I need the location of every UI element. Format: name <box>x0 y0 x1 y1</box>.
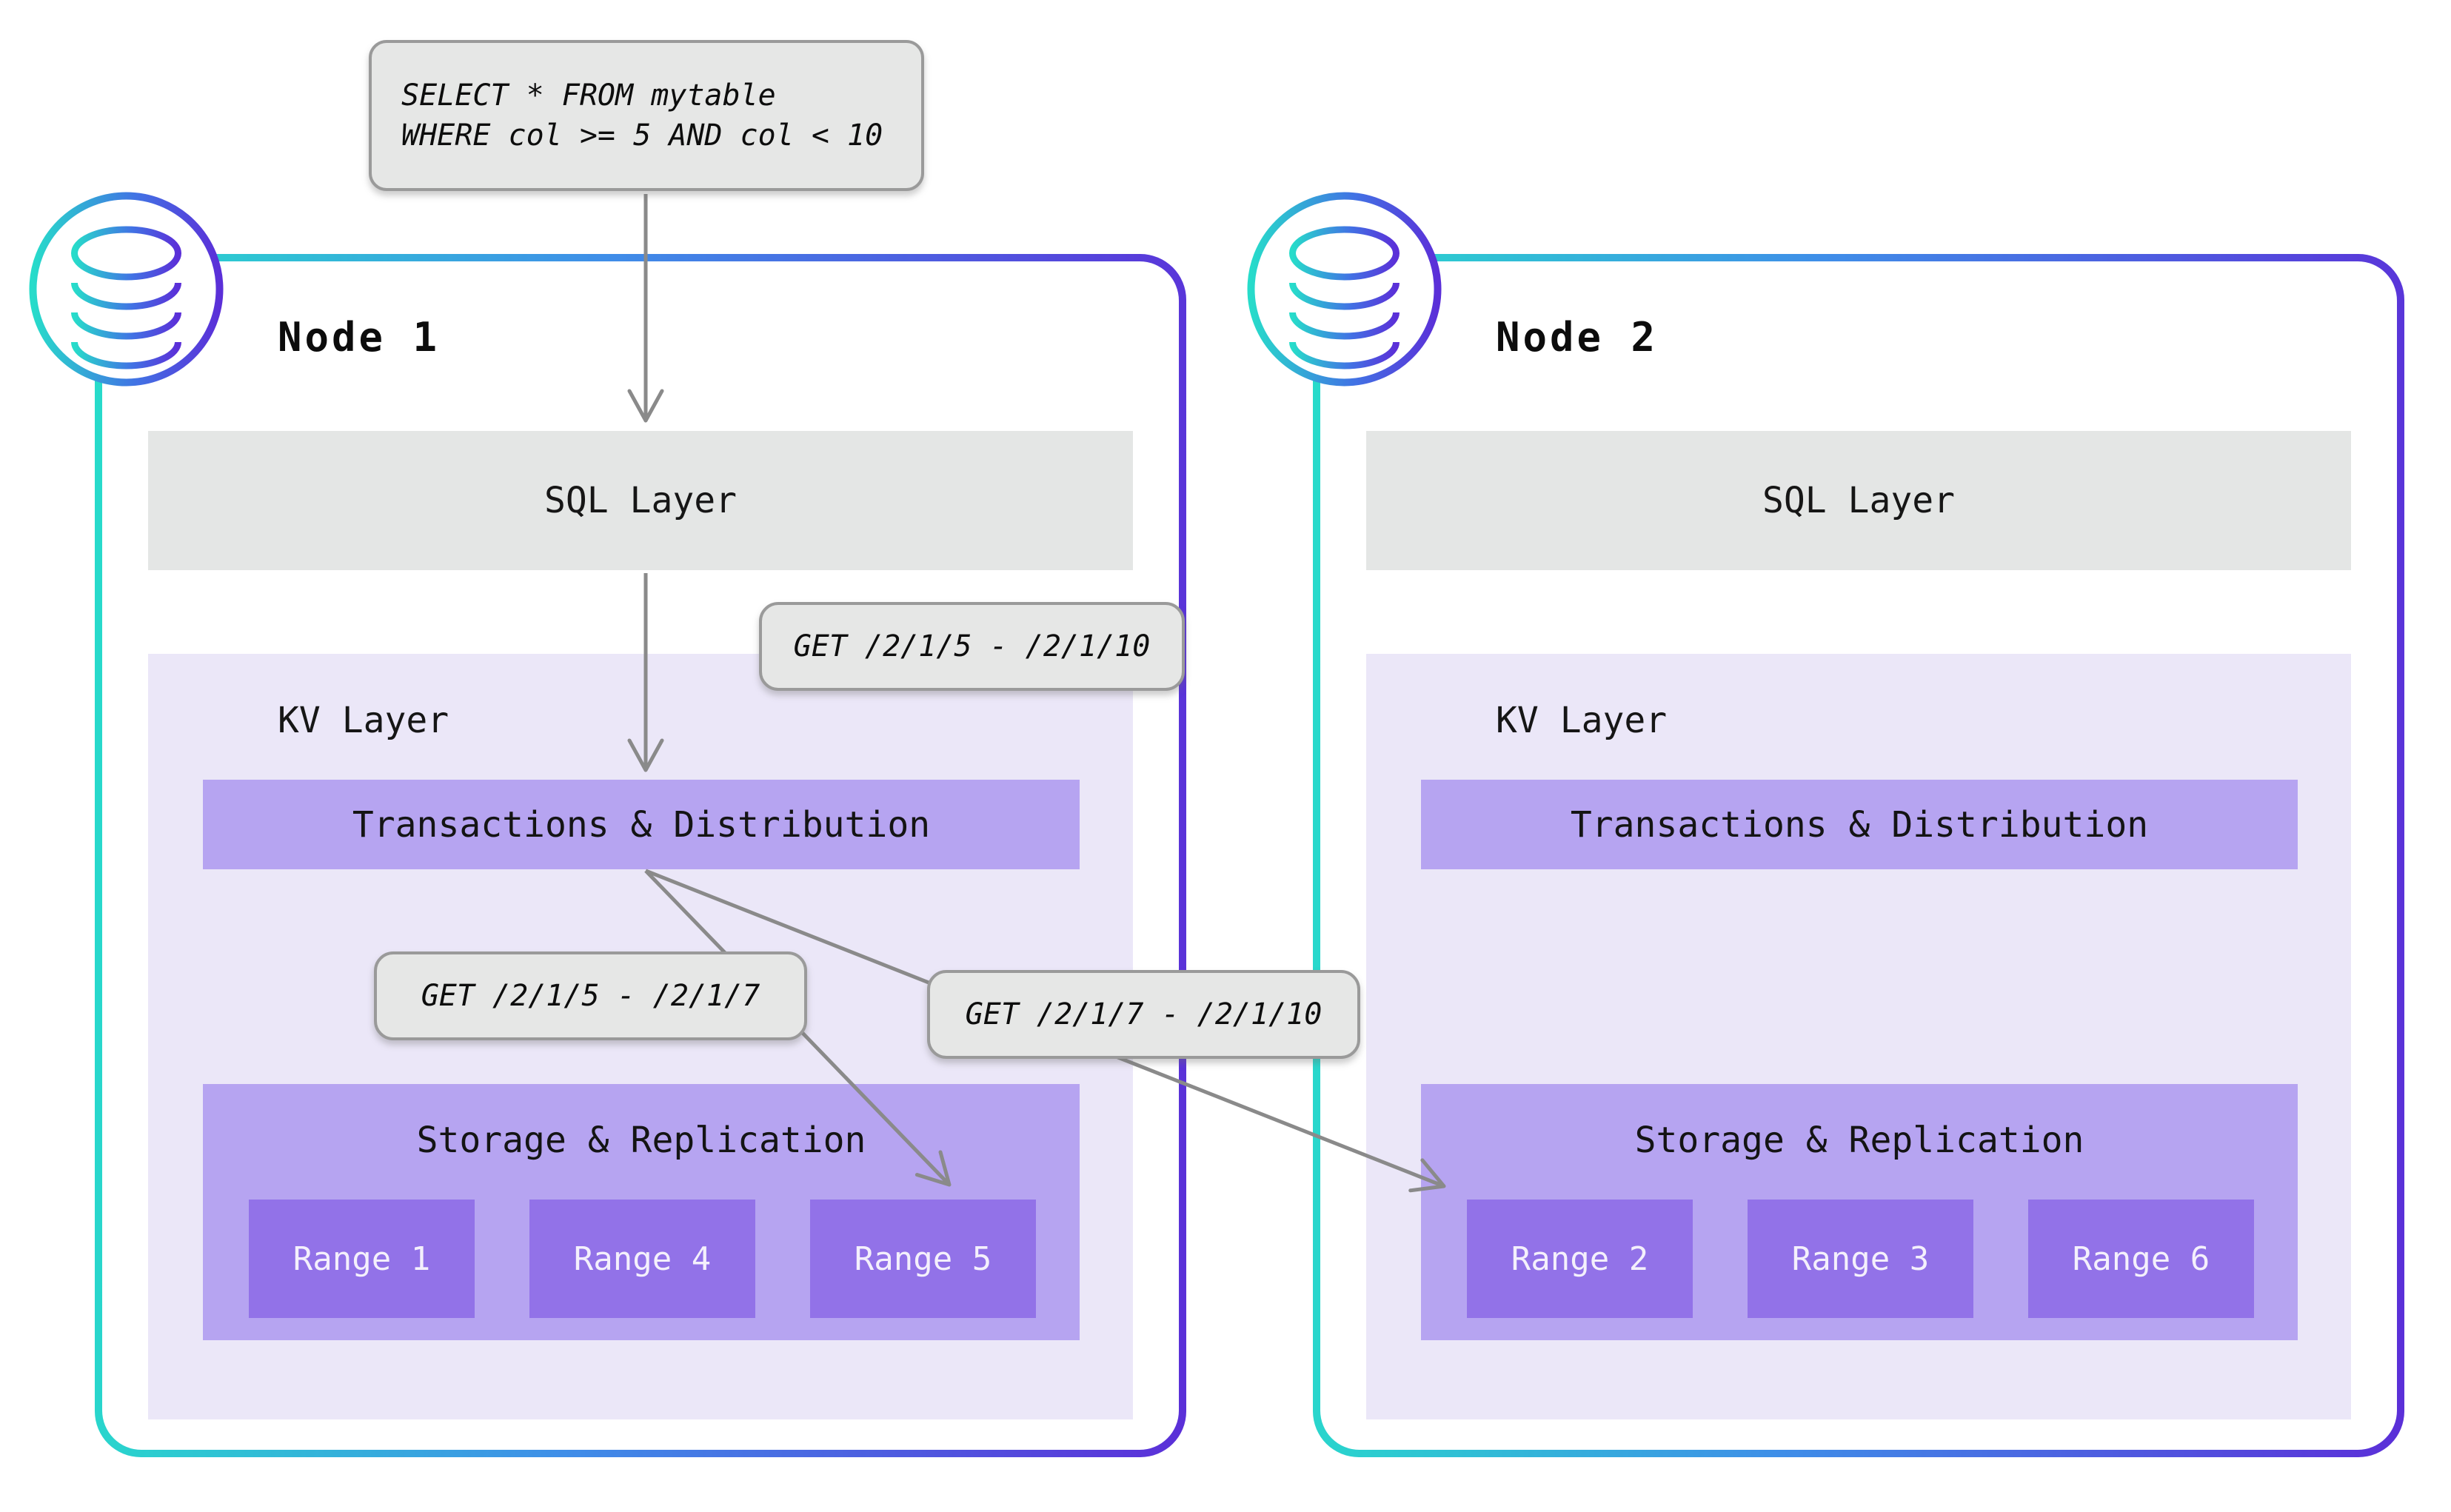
range-6-box: Range 6 <box>2028 1200 2254 1318</box>
node-2-storage-replication: Storage & Replication Range 2 Range 3 Ra… <box>1421 1084 2298 1340</box>
sql-query-line-2: WHERE col >= 5 AND col < 10 <box>401 118 883 153</box>
range-1-box: Range 1 <box>249 1200 475 1318</box>
sql-query-label: SELECT * FROM mytable WHERE col >= 5 AND… <box>369 40 924 191</box>
range-2-box: Range 2 <box>1467 1200 1693 1318</box>
node-1-storage-title: Storage & Replication <box>416 1120 866 1161</box>
node-2-transactions-distribution: Transactions & Distribution <box>1421 780 2298 869</box>
range-3-box: Range 3 <box>1748 1200 1973 1318</box>
get-right-split-label: GET /2/1/7 - /2/1/10 <box>927 970 1360 1059</box>
get-full-range-label: GET /2/1/5 - /2/1/10 <box>759 602 1185 691</box>
node-1-transactions-distribution: Transactions & Distribution <box>203 780 1080 869</box>
node-2-kv-layer-label: KV Layer <box>1496 700 1668 741</box>
node-1-database-icon <box>29 192 224 387</box>
node-1-title: Node 1 <box>278 314 441 361</box>
node-2-sql-layer: SQL Layer <box>1366 431 2351 570</box>
node-1-kv-layer-label: KV Layer <box>278 700 449 741</box>
sql-query-line-1: SELECT * FROM mytable <box>401 78 776 113</box>
node-1-sql-layer: SQL Layer <box>148 431 1133 570</box>
node-2-title: Node 2 <box>1496 314 1659 361</box>
range-5-box: Range 5 <box>810 1200 1036 1318</box>
node-1-storage-replication: Storage & Replication Range 1 Range 4 Ra… <box>203 1084 1080 1340</box>
get-left-split-label: GET /2/1/5 - /2/1/7 <box>374 951 807 1040</box>
node-2-storage-title: Storage & Replication <box>1634 1120 2084 1161</box>
range-4-box: Range 4 <box>529 1200 755 1318</box>
node-2-database-icon <box>1247 192 1442 387</box>
